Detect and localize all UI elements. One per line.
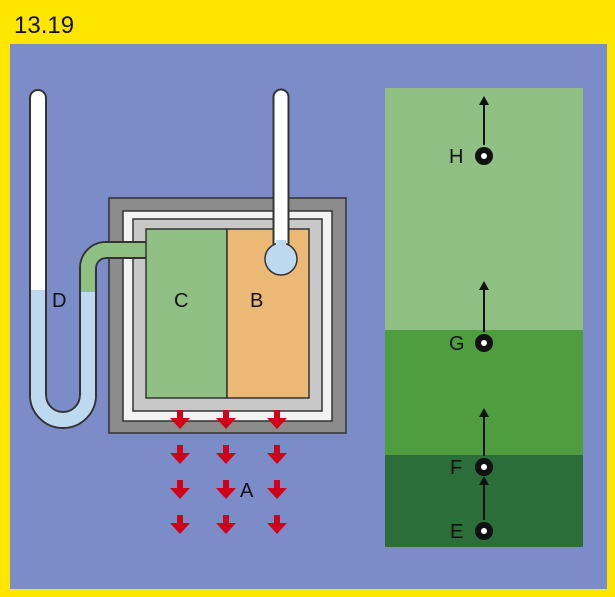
arrow-up-icon [479, 281, 489, 332]
label-e: E [450, 521, 463, 543]
manometer-gas [81, 243, 146, 292]
label-c: C [174, 290, 188, 312]
heat-arrow-icon [170, 445, 190, 464]
heat-arrow-icon [216, 480, 236, 499]
arrow-up-icon [479, 476, 489, 520]
heat-arrow-icon [170, 480, 190, 499]
label-d: D [52, 290, 66, 312]
heat-arrow-icon [170, 515, 190, 534]
manometer-fluid [31, 290, 95, 427]
heat-arrow-icon [170, 410, 190, 429]
chamber-c [145, 228, 228, 399]
point-g: G [449, 333, 493, 355]
heat-arrow-icon [267, 480, 287, 499]
thermometer [264, 88, 298, 276]
apparatus: D C B A [29, 88, 347, 534]
point-e: E [450, 521, 493, 543]
label-g: G [449, 333, 465, 355]
column: H G F E [385, 88, 583, 547]
label-b: B [250, 290, 263, 312]
figure-number: 13.19 [14, 12, 74, 39]
label-f: F [450, 457, 462, 479]
arrow-up-icon [479, 408, 489, 456]
heat-arrow-icon [216, 515, 236, 534]
heat-arrow-icon [216, 445, 236, 464]
label-a: A [240, 480, 254, 502]
heat-arrow-icon [267, 515, 287, 534]
heat-arrows [170, 410, 287, 534]
heat-arrow-icon [267, 410, 287, 429]
point-f: F [450, 457, 493, 479]
heat-arrow-icon [216, 410, 236, 429]
column-arrows [479, 96, 489, 520]
arrow-up-icon [479, 96, 489, 145]
point-h: H [449, 146, 493, 168]
heat-arrow-icon [267, 445, 287, 464]
label-h: H [449, 146, 463, 168]
